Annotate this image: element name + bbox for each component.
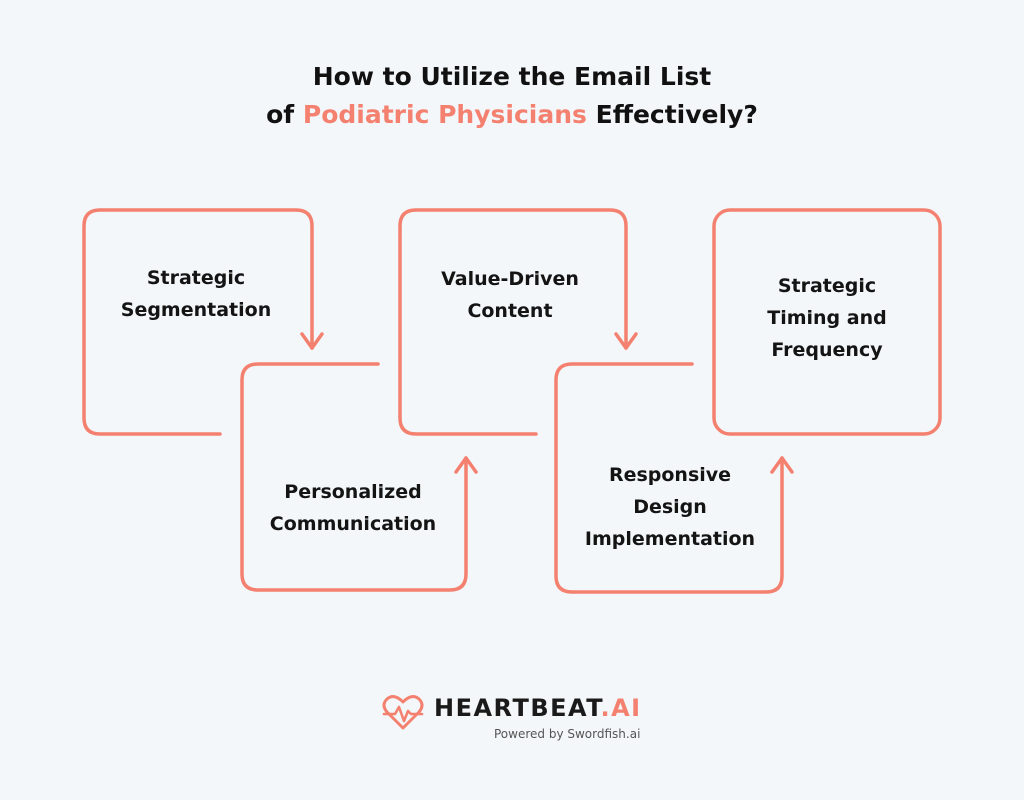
brand-name: HEARTBEAT [434, 694, 601, 722]
arrow-down-icon [300, 332, 324, 350]
title-suffix: Effectively? [586, 100, 758, 129]
step-label-strategic-segmentation: Strategic Segmentation [81, 262, 311, 326]
step-5-line-1: Strategic [777, 275, 877, 297]
title-prefix: of [266, 100, 303, 129]
step-3-line-1: Value-Driven [441, 268, 579, 290]
step-label-value-driven-content: Value-Driven Content [395, 263, 625, 327]
brand-logo: HEARTBEAT.AI Powered by Swordfish.ai [382, 690, 662, 741]
step-1-line-1: Strategic [146, 267, 246, 289]
step-5-line-3: Frequency [771, 339, 883, 361]
step-label-personalized-communication: Personalized Communication [238, 476, 468, 540]
title-accent: Podiatric Physicians [302, 100, 587, 129]
step-1-line-2: Segmentation [120, 299, 272, 321]
page-title: How to Utilize the Email List of Podiatr… [0, 58, 1024, 134]
brand-suffix: .AI [600, 694, 642, 722]
step-label-responsive-design: Responsive Design Implementation [555, 459, 785, 555]
box-strategic-segmentation [82, 208, 314, 436]
step-label-strategic-timing: Strategic Timing and Frequency [712, 270, 942, 366]
brand-wordmark: HEARTBEAT.AI [434, 694, 642, 722]
arrow-down-icon [614, 332, 638, 350]
step-4-line-3: Implementation [584, 528, 756, 550]
step-4-line-2: Design [633, 496, 707, 518]
heartbeat-logo-icon [382, 695, 424, 730]
title-line-1: How to Utilize the Email List [312, 62, 712, 91]
box-personalized-communication [240, 362, 468, 592]
step-5-line-2: Timing and [767, 307, 887, 329]
step-4-line-1: Responsive [608, 464, 732, 486]
step-2-line-1: Personalized [284, 481, 422, 503]
box-value-driven-content [398, 208, 628, 436]
box-responsive-design [554, 362, 784, 594]
box-strategic-timing [712, 208, 942, 436]
step-2-line-2: Communication [269, 513, 437, 535]
arrow-up-icon [454, 456, 478, 474]
title-line-2: of Podiatric Physicians Effectively? [0, 96, 1024, 134]
brand-tagline: Powered by Swordfish.ai [494, 727, 641, 741]
step-3-line-2: Content [467, 300, 553, 322]
arrow-up-icon [770, 456, 794, 474]
